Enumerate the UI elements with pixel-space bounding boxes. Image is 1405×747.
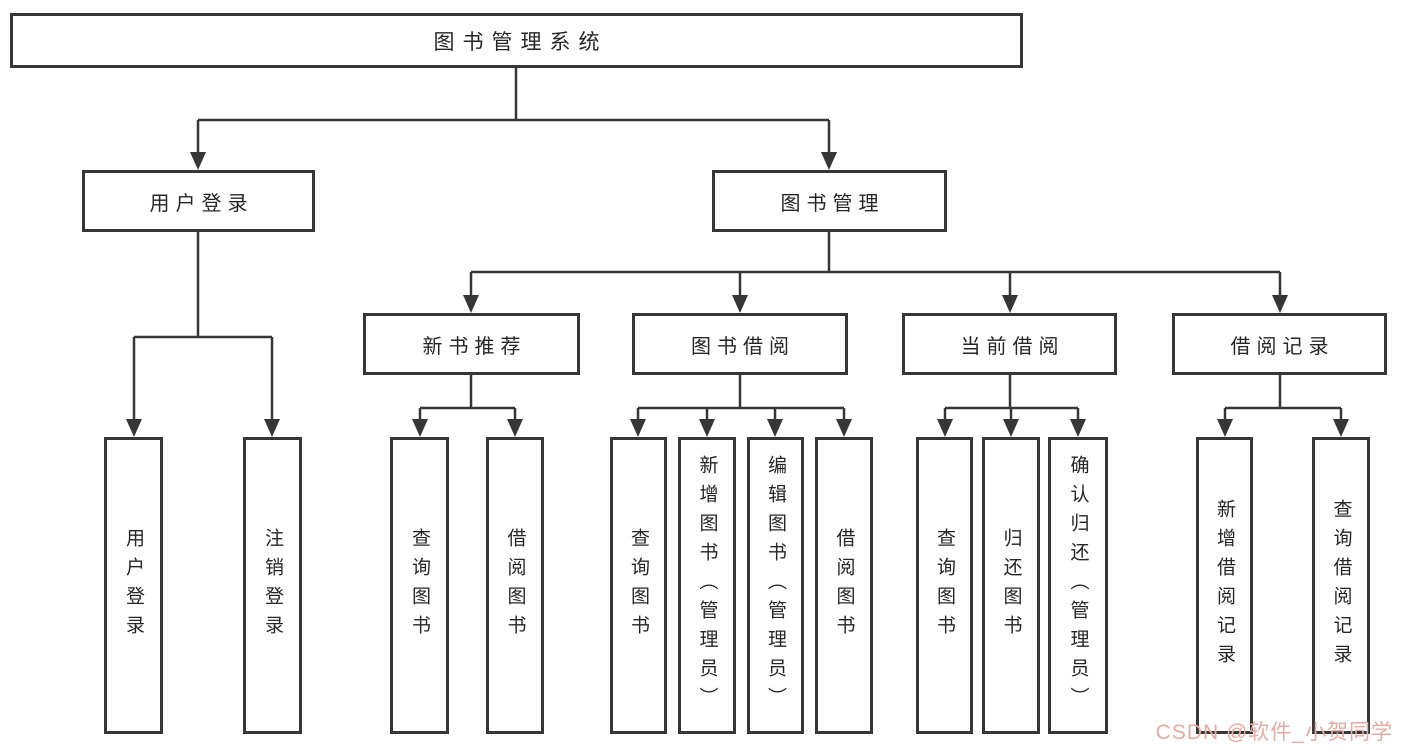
arrow-down-icon (463, 295, 479, 313)
leaf-query-books-2: 查询图书 (610, 437, 667, 734)
connector-book-borrow-to-leaves (630, 375, 852, 437)
node-label: 图书借阅 (691, 335, 795, 358)
arrow-down-icon (1070, 419, 1086, 437)
node-label: 借阅记录 (1230, 335, 1335, 358)
leaf-borrow-books-1: 借阅图书 (486, 437, 544, 734)
node-label: 查询图书 (934, 527, 955, 644)
node-book-borrow: 图书借阅 (632, 313, 848, 375)
node-label: 编辑图书（管理员） (765, 455, 786, 716)
arrow-down-icon (1002, 295, 1018, 313)
connector-root-to-level1 (190, 68, 837, 170)
node-label: 确认归还（管理员） (1067, 455, 1089, 716)
leaf-add-borrow-record: 新增借阅记录 (1196, 437, 1253, 734)
arrow-down-icon (699, 419, 715, 437)
csdn-watermark: CSDN @软件_小贺同学 (1155, 721, 1393, 744)
leaf-query-borrow-record: 查询借阅记录 (1312, 437, 1370, 734)
arrow-down-icon (264, 419, 280, 437)
connector-new-book-rec-to-leaves (412, 375, 523, 437)
node-label: 注销登录 (262, 527, 283, 644)
connector-book-mgmt-to-level2 (463, 232, 1288, 313)
arrow-down-icon (507, 419, 523, 437)
node-library-management-system: 图书管理系统 (10, 13, 1023, 68)
leaf-edit-book-admin: 编辑图书（管理员） (747, 437, 804, 734)
arrow-down-icon (1003, 419, 1019, 437)
node-book-management: 图书管理 (712, 170, 947, 232)
node-label: 图书管理系统 (433, 30, 608, 54)
arrow-down-icon (1333, 419, 1349, 437)
arrow-down-icon (190, 152, 206, 170)
connector-borrow-record-to-leaves (1217, 375, 1349, 437)
node-label: 借阅图书 (833, 527, 855, 644)
leaf-return-book: 归还图书 (982, 437, 1040, 734)
node-label: 归还图书 (1000, 527, 1022, 644)
arrow-down-icon (412, 419, 428, 437)
node-new-book-recommend: 新书推荐 (363, 313, 580, 375)
node-user-login: 用户登录 (82, 170, 315, 232)
node-label: 新增借阅记录 (1214, 498, 1235, 673)
node-label: 查询图书 (409, 527, 430, 644)
arrow-down-icon (126, 419, 142, 437)
node-label: 查询图书 (628, 527, 649, 644)
node-label: 用户登录 (149, 192, 254, 215)
node-label: 图书管理 (780, 192, 885, 215)
node-label: 新增图书（管理员） (696, 455, 718, 716)
node-label: 用户登录 (123, 527, 144, 644)
arrow-down-icon (630, 419, 646, 437)
arrow-down-icon (937, 419, 953, 437)
node-label: 当前借阅 (960, 335, 1065, 358)
leaf-logout-login: 注销登录 (243, 437, 302, 734)
node-borrow-records: 借阅记录 (1172, 313, 1387, 375)
arrow-down-icon (767, 419, 783, 437)
arrow-down-icon (821, 152, 837, 170)
node-label: 查询借阅记录 (1330, 498, 1352, 673)
leaf-add-book-admin: 新增图书（管理员） (678, 437, 736, 734)
connector-user-login-to-leaves (126, 232, 280, 437)
node-label: 借阅图书 (504, 527, 526, 644)
leaf-user-login: 用户登录 (104, 437, 163, 734)
arrow-down-icon (1272, 295, 1288, 313)
leaf-query-books-1: 查询图书 (390, 437, 449, 734)
leaf-query-books-3: 查询图书 (916, 437, 973, 734)
leaf-confirm-return-admin: 确认归还（管理员） (1048, 437, 1108, 734)
node-label: 新书推荐 (422, 335, 527, 358)
connector-current-borrow-to-leaves (937, 375, 1086, 437)
arrow-down-icon (1217, 419, 1233, 437)
arrow-down-icon (836, 419, 852, 437)
leaf-borrow-books-2: 借阅图书 (815, 437, 873, 734)
node-current-borrow: 当前借阅 (902, 313, 1117, 375)
arrow-down-icon (732, 295, 748, 313)
